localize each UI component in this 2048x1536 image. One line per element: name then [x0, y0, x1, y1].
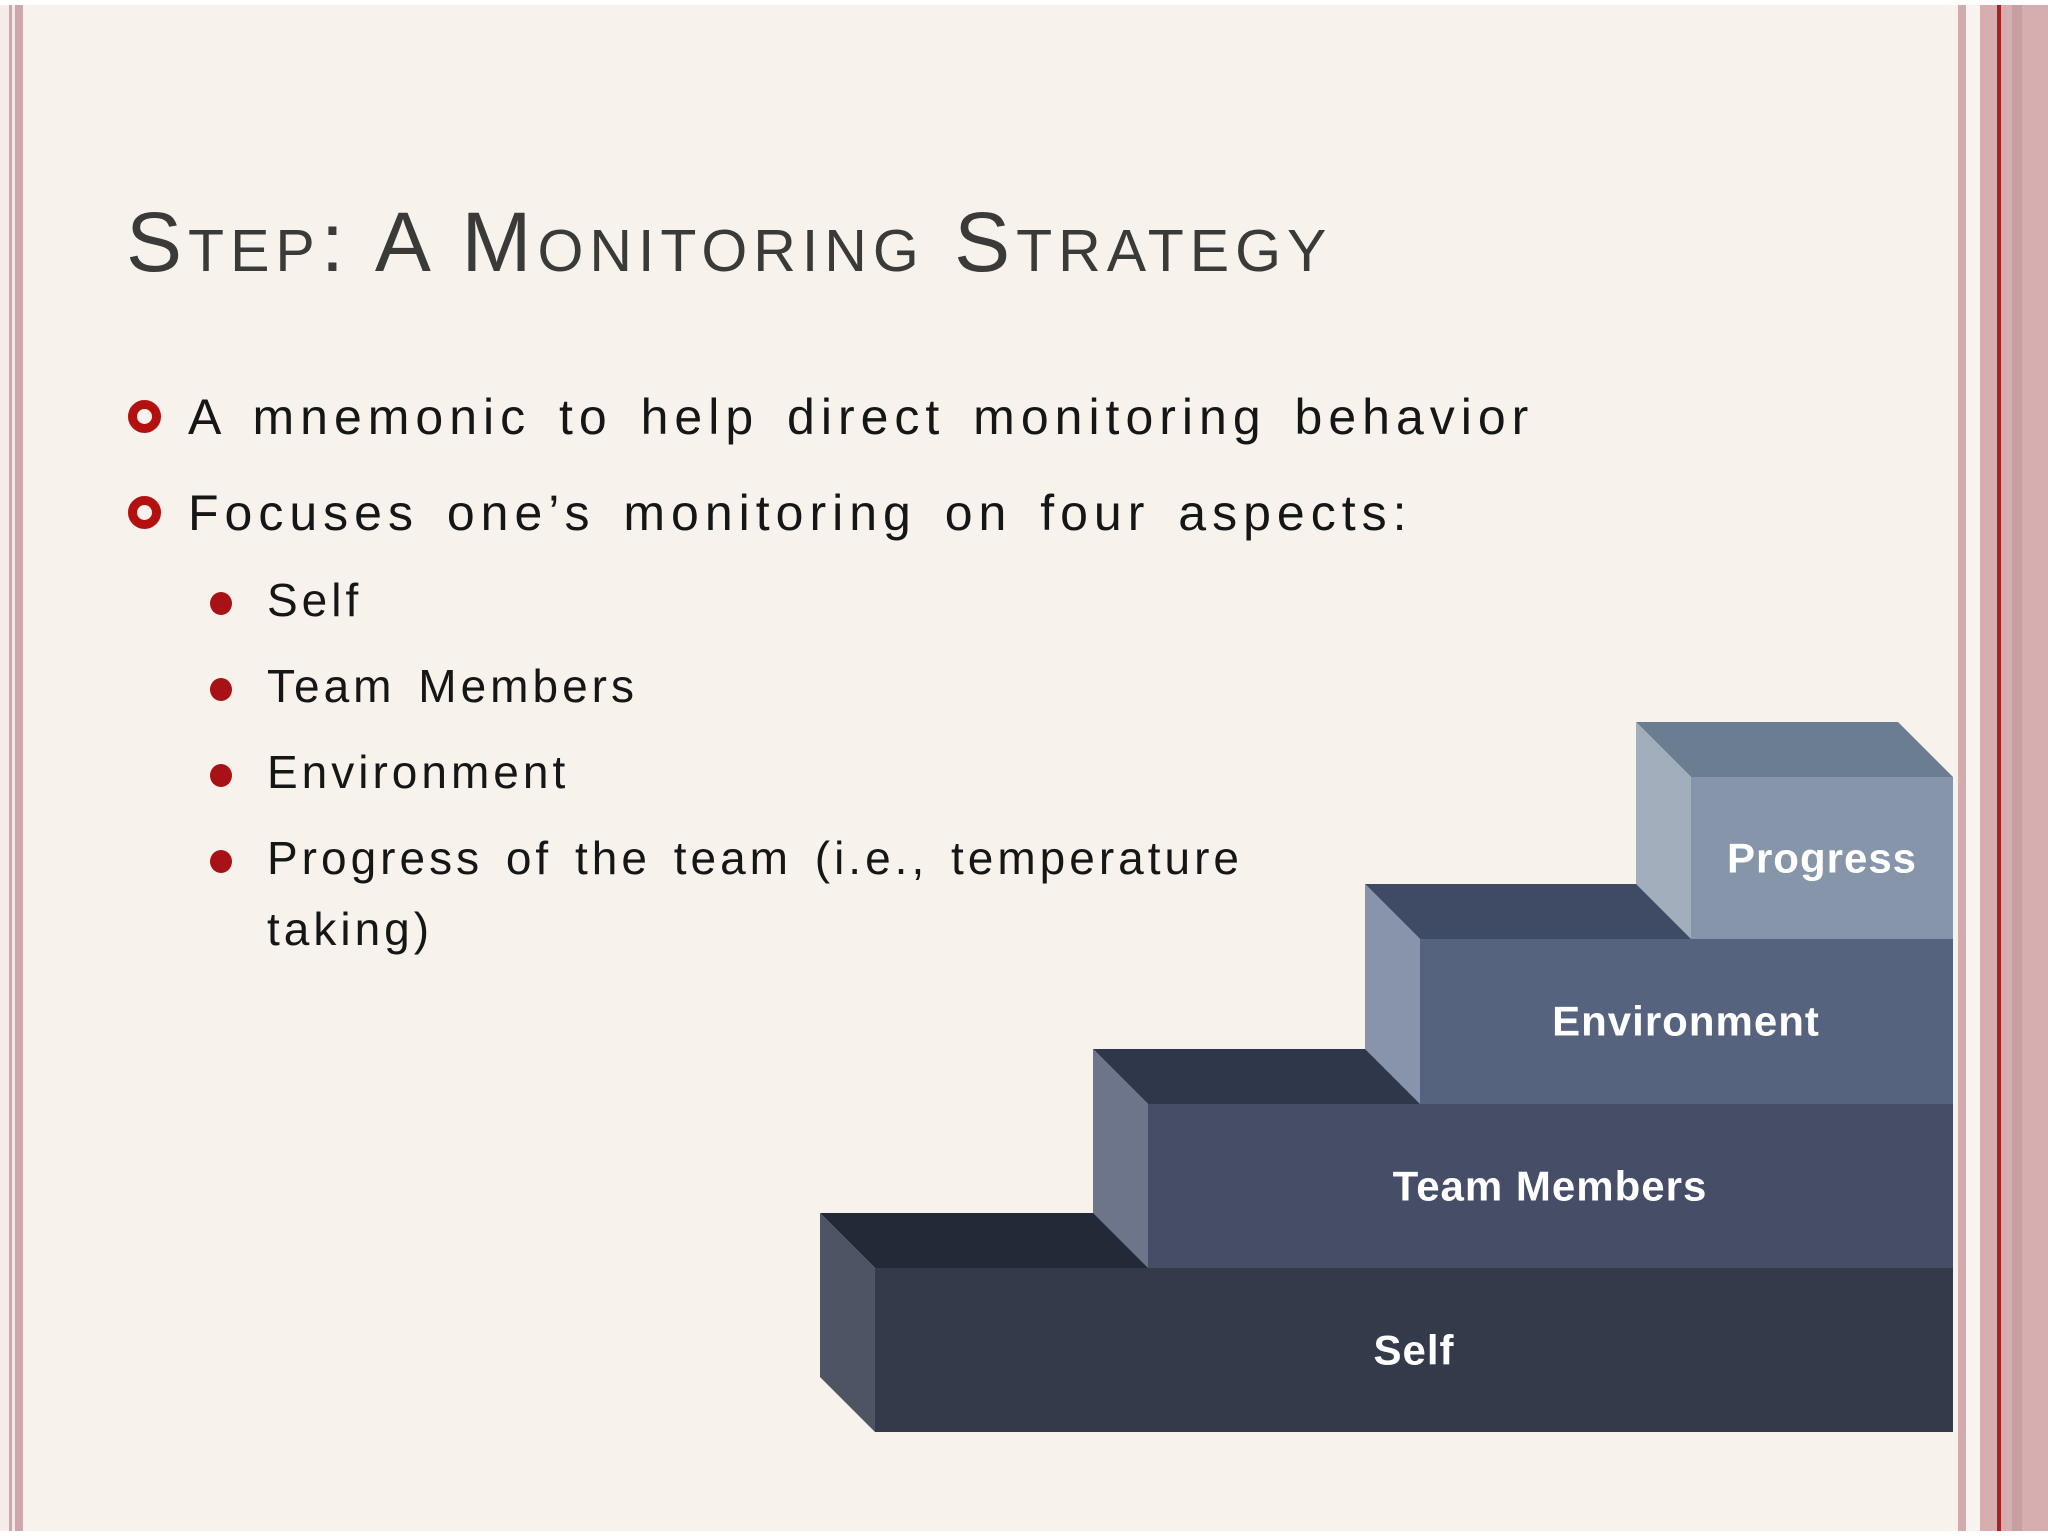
bullet-dot-icon	[210, 678, 232, 701]
sub-bullet-item: Progress of the team (i.e., temperature …	[267, 832, 1244, 955]
right-border-gap	[1966, 0, 1980, 1536]
step-progress-label: Progress	[1727, 835, 1917, 882]
slide-title: Step: A Monitoring Strategy	[126, 195, 1333, 289]
step-environment-side-face	[1365, 884, 1420, 1104]
bullet-item: A mnemonic to help direct monitoring beh…	[188, 389, 1535, 445]
bullet-ring-icon	[128, 400, 161, 433]
step-self-front-face	[875, 1268, 1953, 1432]
left-border-edge	[0, 0, 9, 1536]
step-progress-side-face	[1636, 722, 1691, 939]
bullet-ring-icon	[128, 496, 161, 529]
step-progress-top-face	[1636, 722, 1953, 777]
bullet-dot-icon	[210, 850, 232, 873]
right-border-red-line	[1997, 0, 2001, 1536]
step-self-side-face	[820, 1213, 875, 1432]
step-team-members-front-face	[1148, 1104, 1953, 1268]
sub-bullet-item: Self	[267, 574, 363, 626]
left-border-thin-stripe	[9, 0, 12, 1536]
step-team-members-label: Team Members	[1393, 1163, 1708, 1210]
sub-bullet-item: Team Members	[267, 660, 638, 712]
right-border-inner-stripe	[1958, 0, 1966, 1536]
step-team-members-side-face	[1093, 1049, 1148, 1268]
bullet-dot-icon	[210, 592, 232, 615]
sub-bullet-item: Environment	[267, 746, 570, 798]
step-environment-front-face	[1420, 939, 1953, 1104]
left-border-gap	[12, 0, 15, 1536]
bullet-dot-icon	[210, 764, 232, 787]
step-self-label: Self	[1373, 1327, 1454, 1374]
bullet-item: Focuses one’s monitoring on four aspects…	[188, 485, 1413, 541]
step-progress: Progress	[1636, 722, 1953, 939]
right-border-dark-stripe	[2012, 0, 2022, 1536]
step-environment-label: Environment	[1552, 998, 1820, 1045]
bottom-edge	[0, 1531, 2048, 1536]
left-border-thick-stripe	[15, 0, 23, 1536]
top-edge	[0, 0, 2048, 5]
step-progress-front-face	[1691, 777, 1953, 939]
